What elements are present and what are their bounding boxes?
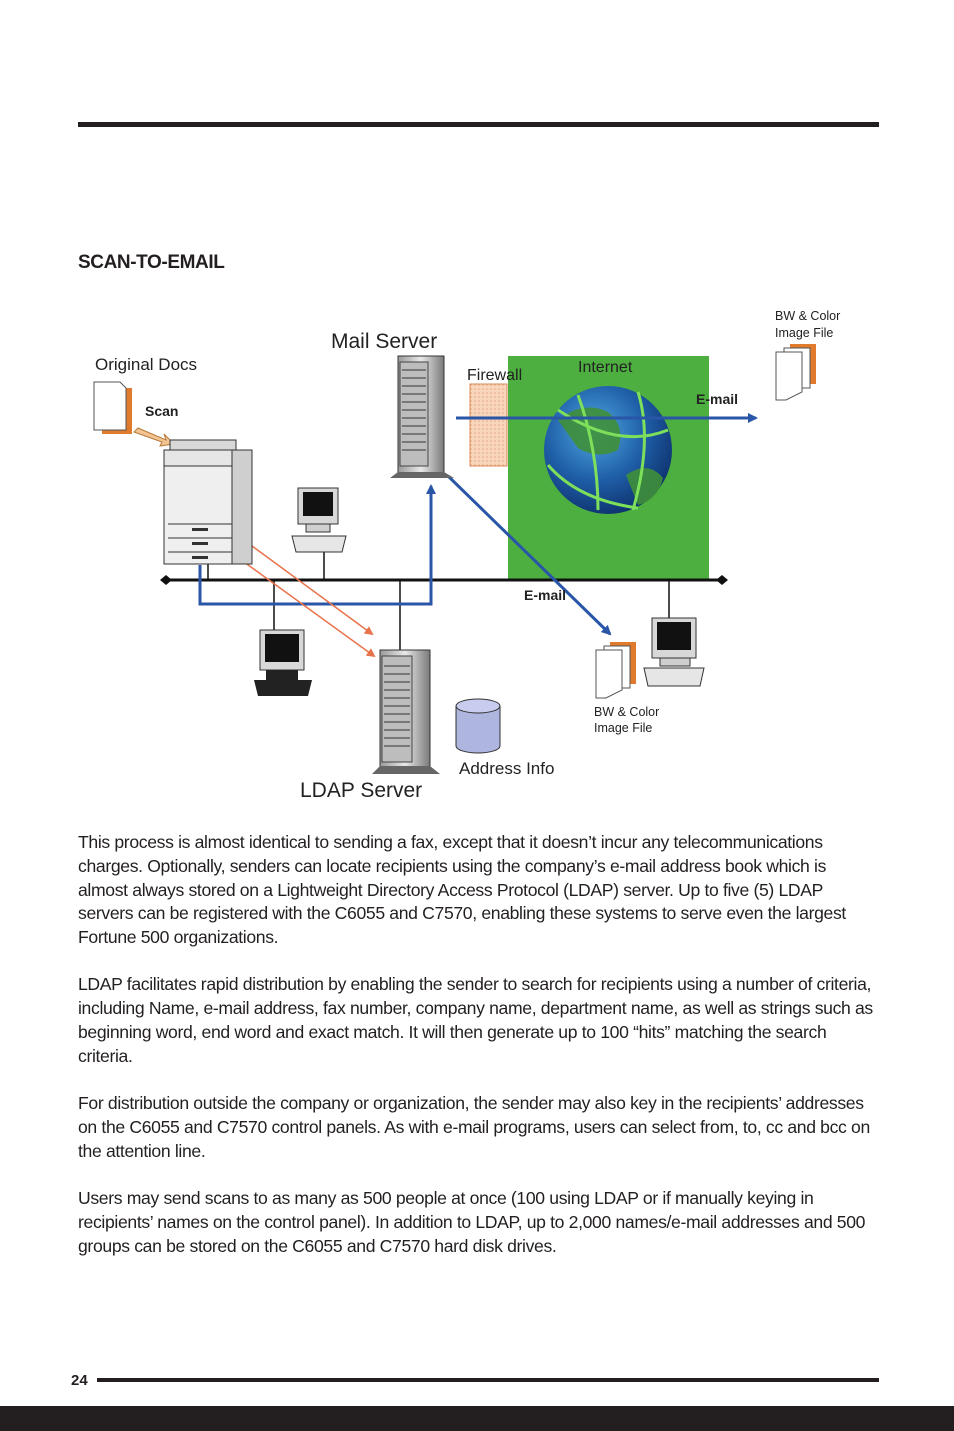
top-file-label-line1: BW & Color <box>775 309 840 323</box>
paragraph: LDAP facilitates rapid distribution by e… <box>78 974 873 1066</box>
bottom-rule <box>97 1378 879 1382</box>
page-number: 24 <box>71 1372 88 1389</box>
address-info-label: Address Info <box>459 759 554 778</box>
workstation-icon <box>254 629 312 696</box>
bottom-file-label-line2: Image File <box>594 721 652 735</box>
internet-label: Internet <box>578 359 633 376</box>
original-docs-icon <box>93 381 132 434</box>
original-docs-label: Original Docs <box>95 355 197 374</box>
globe-icon <box>544 386 672 514</box>
scan-arrow-icon <box>133 427 176 447</box>
ldap-server-icon <box>372 649 440 774</box>
mail-server-label: Mail Server <box>331 330 437 353</box>
firewall-label: Firewall <box>467 367 522 384</box>
scan-to-email-diagram: Original Docs Scan Mail Server Firewall … <box>78 300 878 810</box>
email-in-arrow <box>446 474 612 636</box>
copier-icon <box>163 439 253 565</box>
image-file-icon <box>775 344 816 401</box>
firewall <box>469 383 508 467</box>
bottom-file-label-line1: BW & Color <box>594 705 659 719</box>
section-heading: SCAN-TO-EMAIL <box>78 252 225 273</box>
paragraph: Users may send scans to as many as 500 p… <box>78 1188 866 1256</box>
ldap-server-label: LDAP Server <box>300 779 422 802</box>
network-bus <box>160 552 728 650</box>
email-out-label: E-mail <box>696 391 738 407</box>
workstation-icon <box>291 487 347 553</box>
scan-flow-arrow <box>198 484 436 606</box>
top-file-label-line2: Image File <box>775 326 833 340</box>
paragraph: For distribution outside the company or … <box>78 1093 870 1161</box>
body-text: This process is almost identical to send… <box>78 831 878 1282</box>
paragraph: This process is almost identical to send… <box>78 832 846 948</box>
top-rule <box>78 122 879 127</box>
workstation-icon <box>643 617 705 687</box>
email-in-label: E-mail <box>524 587 566 603</box>
scan-label: Scan <box>145 403 178 419</box>
bottom-band <box>0 1406 954 1431</box>
mail-server-icon <box>390 355 454 478</box>
image-file-icon <box>595 642 636 699</box>
ldap-lookup-arrows <box>243 545 376 658</box>
address-database-icon <box>455 698 501 754</box>
